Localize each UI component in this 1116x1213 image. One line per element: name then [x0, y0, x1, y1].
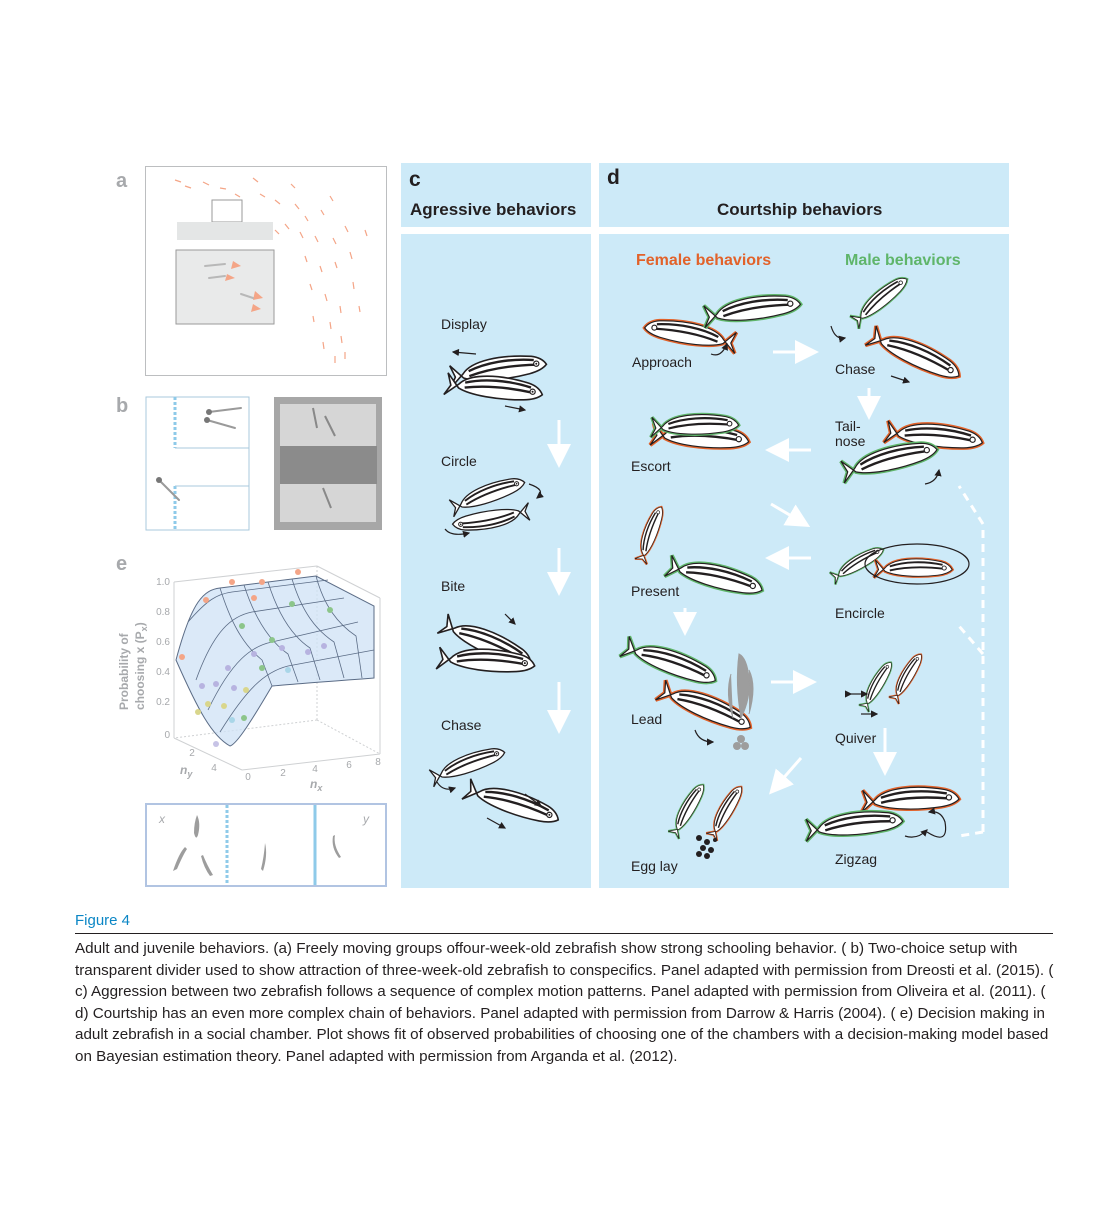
panel-e-social-chamber: x y: [145, 803, 387, 887]
behavior-label-male-chase: Chase: [835, 361, 876, 377]
panel-d-header-box: [599, 163, 1009, 227]
female-behaviors-header: Female behaviors: [636, 252, 772, 269]
panel-e-surface-plot: 1.0 0.8 0.6 0.4 0.2 0 2 4 0 2 4 6 8 ny n…: [117, 565, 381, 793]
nx-tick-label: 2: [280, 768, 286, 779]
behavior-label-encircle: Encircle: [835, 605, 885, 621]
y-axis-label-line2: choosing x (Px): [133, 622, 149, 710]
panel-c-label: c: [409, 168, 421, 191]
panel-c-illustrations: [426, 348, 571, 831]
chamber-x-label: x: [158, 812, 166, 826]
behavior-label-display: Display: [441, 316, 487, 332]
y-tick-label: 0.6: [156, 637, 170, 648]
behavior-label-bite: Bite: [441, 578, 466, 594]
panel-a-label: a: [116, 170, 128, 192]
ny-tick-label: 2: [189, 748, 195, 759]
y-tick-label: 0.4: [156, 667, 170, 678]
nx-tick-label: 8: [375, 757, 381, 768]
nx-tick-label: 0: [245, 772, 251, 783]
behavior-label-approach: Approach: [632, 354, 692, 370]
y-axis-label-line1: Probability of: [117, 632, 131, 710]
chamber-y-label: y: [362, 812, 370, 826]
behavior-label-egg-lay: Egg lay: [631, 858, 678, 874]
panel-e-label: e: [116, 553, 128, 575]
caption-divider: [75, 933, 1053, 934]
behavior-label-present: Present: [631, 583, 680, 599]
behavior-label-escort: Escort: [631, 458, 671, 474]
panel-d-illustrations: [617, 270, 986, 859]
panel-d-title: Courtship behaviors: [717, 200, 883, 219]
behavior-label-tail-nose-1: Tail-: [835, 418, 861, 434]
behavior-label-chase: Chase: [441, 717, 482, 733]
figure-title: Figure 4: [75, 912, 131, 929]
panel-c-header-box: [401, 163, 591, 227]
behavior-label-zigzag: Zigzag: [835, 851, 878, 867]
behavior-label-lead: Lead: [631, 711, 663, 727]
behavior-label-circle: Circle: [441, 453, 477, 469]
nx-tick-label: 6: [346, 760, 352, 771]
figure-caption: Adult and juvenile behaviors. (a) Freely…: [75, 940, 1054, 1065]
y-tick-label: 0.8: [156, 607, 170, 618]
panel-d-label: d: [607, 166, 620, 189]
ny-tick-label: 4: [211, 763, 217, 774]
panel-a-schooling-image: [145, 166, 387, 376]
y-tick-label: 0.2: [156, 697, 170, 708]
nx-axis-label: nx: [310, 777, 323, 793]
panel-e-data-points: [179, 569, 333, 747]
y-tick-label: 0: [164, 730, 170, 741]
male-behaviors-header: Male behaviors: [845, 252, 961, 269]
panel-b-label: b: [116, 395, 129, 417]
panel-b-two-choice-setup: [145, 396, 382, 531]
school-fish-trails: [174, 177, 368, 363]
nx-tick-label: 4: [312, 764, 318, 775]
panel-c-title: Agressive behaviors: [410, 200, 577, 219]
behavior-label-quiver: Quiver: [835, 730, 877, 746]
y-tick-label: 1.0: [156, 577, 170, 588]
ny-axis-label: ny: [180, 763, 193, 779]
behavior-label-tail-nose-2: nose: [835, 433, 866, 449]
